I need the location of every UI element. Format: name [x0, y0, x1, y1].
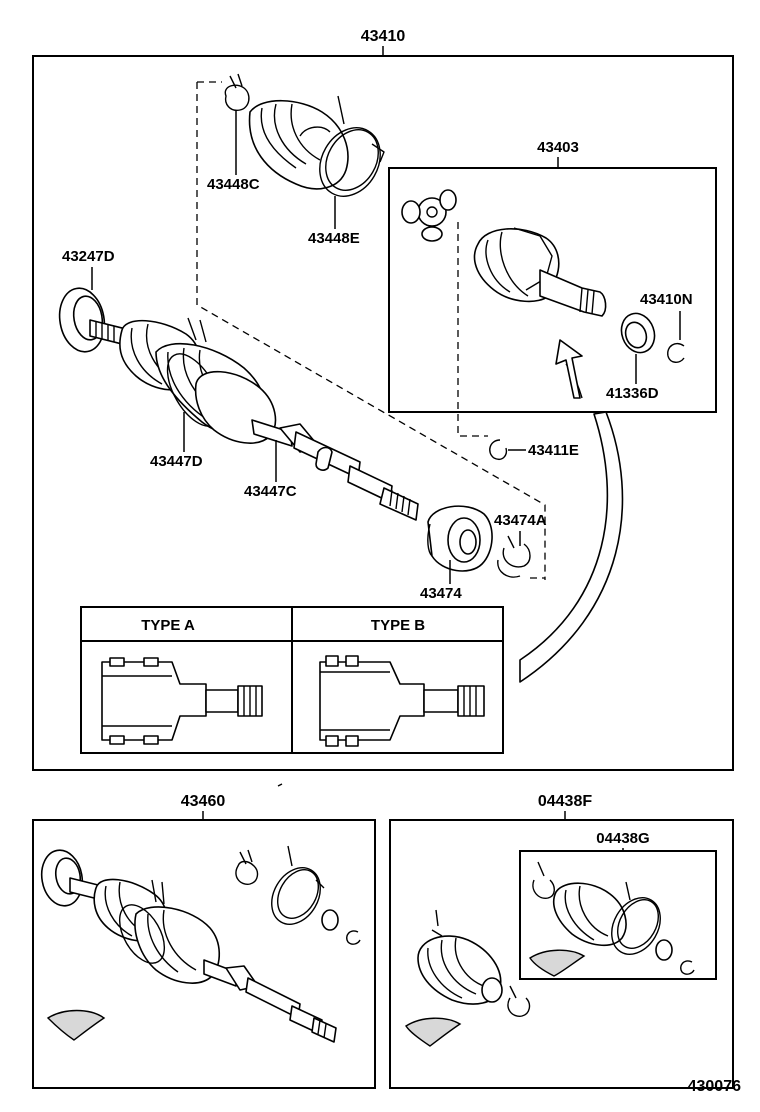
label-43411e: 43411E [528, 442, 579, 459]
dashed-guide-inner [457, 222, 488, 437]
boot-kit-04438f-frame [389, 819, 734, 1089]
type-b-joint-drawing [319, 655, 485, 747]
boot-kit-04438g-boot-part [552, 881, 631, 946]
boot-kit-04438f-grease-packet-part [405, 1017, 462, 1047]
label-41336d: 41336D [606, 385, 659, 402]
boot-kit-04438g-frame [519, 850, 717, 980]
snap-ring-43410n-part [667, 342, 685, 363]
assembly-direction-arrow [555, 339, 583, 399]
clamp-43474a-part [497, 535, 531, 578]
label-04438f: 04438F [538, 793, 592, 810]
label-43410: 43410 [361, 28, 406, 45]
tripod-part [401, 189, 457, 242]
boot-kit-04438f-boot-part [417, 909, 503, 1005]
kit-43460-clamp-large-part [271, 845, 325, 925]
boot-kit-04438g-grease-packet-part [529, 949, 586, 977]
label-43448e: 43448E [308, 230, 360, 247]
boot-clamp-43448c-part [224, 73, 250, 111]
kit-43460-grease-packet-part [46, 1009, 106, 1041]
kit-43460-seal-part [321, 909, 339, 931]
drive-shaft-main-part [58, 287, 419, 521]
type-comparison-table: TYPE A TYPE B [80, 606, 504, 754]
label-43447c: 43447C [244, 483, 297, 500]
boot-kit-04438g-clamp-small-part [532, 861, 555, 899]
assembly-43410-frame [32, 55, 734, 771]
label-43460: 43460 [181, 793, 226, 810]
dashed-guide-outer [196, 82, 546, 580]
damper-43474-part [427, 505, 493, 572]
boot-kit-04438g-snap-ring-part [680, 960, 695, 975]
label-43447d: 43447D [150, 453, 203, 470]
boot-kit-04438f-clamp-part [507, 985, 531, 1017]
boot-kit-04438g-clamp-large-part [611, 897, 661, 955]
inner-boot-top-part [248, 95, 349, 190]
inboard-joint-43403-frame [388, 167, 717, 413]
boot-clamp-43448e-part [319, 127, 385, 197]
stray-mark [277, 783, 283, 787]
assembly-43410-group: 43410 43448C 43448E 43403 [32, 28, 734, 771]
snap-ring-43411e-part [489, 439, 508, 460]
type-reference-arrow [519, 411, 624, 683]
label-43403: 43403 [537, 139, 579, 156]
figure-number: 430076 [688, 1078, 741, 1095]
label-43474: 43474 [420, 585, 462, 602]
assembly-43460-group: 43460 [32, 793, 376, 1089]
label-04438g: 04438G [596, 830, 649, 847]
label-43247d: 43247D [62, 248, 115, 265]
oil-seal-41336d-part [620, 312, 656, 354]
type-a-joint-drawing [101, 657, 263, 745]
kit-43460-snap-ring-part [346, 930, 361, 945]
boot-kit-04438g-seal-part [655, 939, 673, 961]
type-b-label: TYPE B [371, 617, 425, 634]
kit-43460-clamp-small-part [235, 849, 259, 885]
drive-shaft-43460-part [40, 849, 337, 1043]
assembly-43460-frame [32, 819, 376, 1089]
inboard-joint-housing-part [473, 227, 607, 317]
label-43474a: 43474A [494, 512, 547, 529]
label-43410n: 43410N [640, 291, 693, 308]
boot-kit-04438f-group: 04438F 04438G [389, 793, 734, 1089]
type-a-label: TYPE A [141, 617, 195, 634]
label-43448c: 43448C [207, 176, 260, 193]
